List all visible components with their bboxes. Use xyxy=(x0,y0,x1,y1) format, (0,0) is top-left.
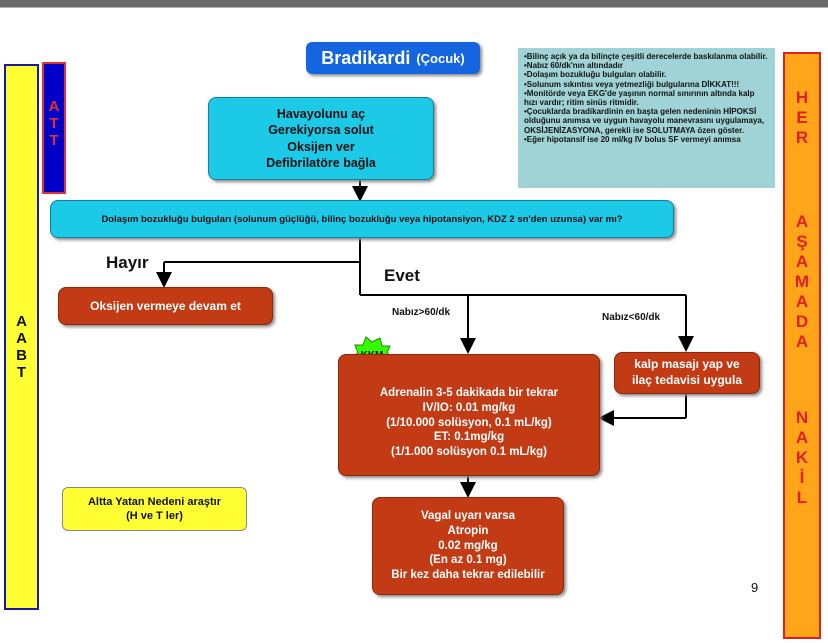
sidebar-letter: H xyxy=(795,88,809,107)
info-note: •Solunum sıkıntısı veya yetmezliği bulgu… xyxy=(524,79,740,89)
label-pulse-lt60: Nabız<60/dk xyxy=(602,312,661,323)
sidebar-letter: İ xyxy=(799,468,805,487)
abt-letter: B xyxy=(16,347,27,364)
info-note: •Dolaşım bozukluğu bulguları olabilir. xyxy=(524,70,667,80)
info-note: •Nabız 60/dk'nın altındadır xyxy=(524,61,623,71)
sidebar-letter: K xyxy=(795,448,809,467)
sidebar-letter: R xyxy=(795,128,809,147)
sidebar-letter: E xyxy=(796,108,808,127)
atropine-box: Vagal uyarı varsa Atropin 0.02 mg/kg (En… xyxy=(372,497,564,595)
att-letter: T xyxy=(49,115,59,132)
question-box: Dolaşım bozukluğu bulguları (solunum güç… xyxy=(50,200,674,238)
top-border-bar xyxy=(0,0,828,7)
abt-letter: A xyxy=(16,330,27,347)
cause-box: Altta Yatan Nedeni araştır (H ve T ler) xyxy=(62,487,247,531)
label-no: Hayır xyxy=(106,253,149,272)
sidebar-letter: M xyxy=(794,272,810,291)
sidebar-letter: A xyxy=(795,252,809,271)
label-yes: Evet xyxy=(384,266,420,285)
oxygen-box: Oksijen vermeye devam et xyxy=(58,287,273,325)
sidebar-letter: D xyxy=(795,312,809,331)
sidebar-letter: A xyxy=(795,332,809,351)
info-notes-box: •Bilinç açık ya da bilinçte çeşitli dere… xyxy=(518,48,775,188)
sidebar-letter: A xyxy=(795,212,809,231)
cpr-box: kalp masajı yap ve ilaç tedavisi uygula xyxy=(614,352,760,394)
sidebar-letter: Ş xyxy=(796,232,808,251)
att-letter: A xyxy=(48,98,60,115)
att-sidebar: A T T xyxy=(42,62,66,194)
att-letter: T xyxy=(49,132,59,149)
abt-letter: A xyxy=(16,313,27,330)
adrenaline-box: Adrenalin 3-5 dakikada bir tekrar IV/IO:… xyxy=(338,354,600,476)
label-pulse-gt60: Nabız>60/dk xyxy=(392,307,451,318)
title-sub: (Çocuk) xyxy=(416,50,465,66)
info-note: •Çocuklarda bradikardinin en başta gelen… xyxy=(524,107,765,135)
top-border-line xyxy=(0,7,828,8)
abt-letter: T xyxy=(16,364,27,381)
page-title: Bradikardi (Çocuk) xyxy=(306,42,480,74)
info-note: •Eğer hipotansif ise 20 ml/kg IV bolus S… xyxy=(524,134,741,144)
her-asamada-nakil-sidebar: H E R A Ş A M A D A N A K İ L xyxy=(783,52,821,639)
info-note: •Bilinç açık ya da bilinçte çeşitli dere… xyxy=(524,52,768,61)
sidebar-letter: A xyxy=(795,292,809,311)
title-main: Bradikardi xyxy=(321,47,411,68)
info-note: •Monitörde veya EKG'de yaşının normal sı… xyxy=(524,88,755,107)
abt-sidebar: A A B T xyxy=(4,64,39,610)
airway-box: Havayolunu aç Gerekiyorsa solut Oksijen … xyxy=(208,97,434,180)
sidebar-letter: N xyxy=(795,408,809,427)
page-number: 9 xyxy=(751,580,759,595)
sidebar-letter: A xyxy=(795,428,809,447)
sidebar-letter: L xyxy=(796,488,808,507)
